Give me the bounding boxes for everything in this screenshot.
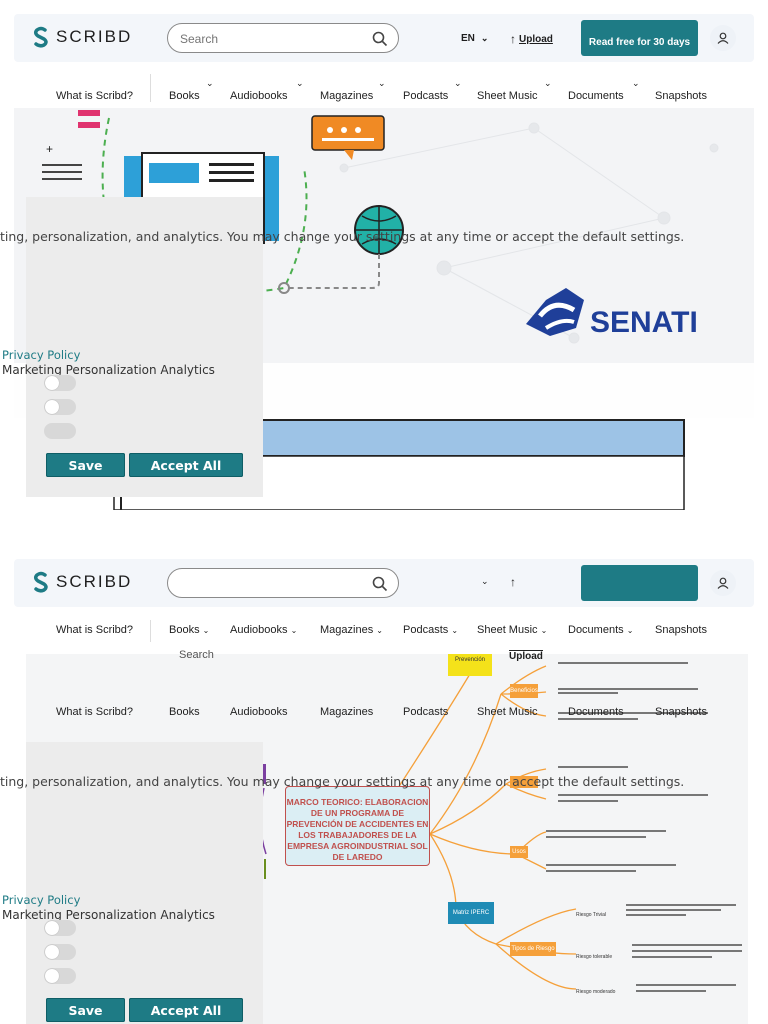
nav-item-podcasts[interactable]: Podcasts [403,706,449,718]
personalization-toggle[interactable] [44,944,76,960]
chevron-down-icon: ⌄ [378,78,386,88]
chevron-down-icon: ⌄ [480,33,489,43]
nav-item-books[interactable]: Books [169,90,200,102]
nav-item-snapshots[interactable]: Snapshots [655,90,707,102]
nav-item-magazines[interactable]: Magazines [320,706,374,718]
privacy-policy-link[interactable]: Privacy Policy [2,348,81,362]
nav-item-books[interactable]: Books ⌄ [169,624,210,636]
accept-all-button[interactable]: Accept All [129,998,243,1022]
ghost-search-placeholder: Search [179,649,214,661]
search-bar-2[interactable] [167,568,399,598]
search-bar[interactable] [167,23,399,53]
nav-item-audiobooks[interactable]: Audiobooks [230,90,288,102]
logo-text: SCRIBD [56,572,133,591]
nav-item-podcasts[interactable]: Podcasts ⌄ [403,624,459,636]
upload-icon[interactable]: ↑ [510,575,516,589]
read-free-button[interactable]: Read free for 30 days [581,20,698,56]
mind-map-iperc-node: Matriz IPERC [448,902,494,924]
account-button-2[interactable] [710,570,736,596]
nav-item-snapshots[interactable]: Snapshots [655,706,707,718]
chevron-down-icon: ⌄ [544,78,552,88]
chevron-down-icon: ⌄ [202,626,210,635]
nav-item-documents[interactable]: Documents [568,706,624,718]
upload-label: Upload [519,33,553,45]
nav-item-what-is-scribd[interactable]: What is Scribd? [56,624,134,636]
consent-categories: Marketing Personalization Analytics [2,363,215,377]
mind-map-beneficios-node: Beneficios [510,684,538,698]
marketing-toggle[interactable] [44,920,76,936]
nav-item-what-is-scribd[interactable]: What is Scribd? [56,706,134,718]
category-nav: What is Scribd? Books ⌄ Audiobooks ⌄ Mag… [0,74,768,108]
nav-item-magazines[interactable]: Magazines ⌄ [320,624,383,636]
search-icon[interactable] [372,31,388,47]
consent-message: ting, personalization, and analytics. Yo… [0,229,685,244]
consent-message: ting, personalization, and analytics. Yo… [0,774,685,789]
logo-text: SCRIBD [56,27,133,46]
search-icon[interactable] [372,576,388,592]
nav-item-snapshots[interactable]: Snapshots [655,624,707,636]
category-nav-2: What is Scribd? Books ⌄ Audiobooks ⌄ Mag… [0,618,768,652]
nav-item-audiobooks[interactable]: Audiobooks [230,706,288,718]
chevron-down-icon: ⌄ [290,626,298,635]
analytics-toggle[interactable] [44,423,76,439]
ghost-upload-label[interactable]: Upload [509,650,543,662]
upload-icon: ↑ [510,32,516,46]
ghost-nav: What is Scribd? Books Audiobooks Magazin… [0,706,768,722]
chevron-down-icon: ⌄ [376,626,383,635]
read-free-button-2[interactable] [581,565,698,601]
nav-item-sheet-music[interactable]: Sheet Music [477,90,538,102]
save-button[interactable]: Save [46,998,125,1022]
mind-map-top-node: Prevención [454,657,486,663]
cookie-consent-panel [26,197,263,497]
personalization-toggle[interactable] [44,399,76,415]
scribd-logo[interactable]: SCRIBD [32,26,132,48]
consent-categories: Marketing Personalization Analytics [2,908,215,922]
nav-divider [150,620,151,642]
scribd-logo-icon [33,26,48,48]
chevron-down-icon: ⌄ [540,626,548,635]
analytics-toggle[interactable] [44,968,76,984]
marketing-toggle[interactable] [44,375,76,391]
read-free-label: Read free for 30 days [588,37,691,48]
risk-tolerable-label: Riesgo tolerable [576,954,613,960]
chevron-down-icon: ⌄ [451,626,459,635]
mind-map-tipos-node: Tipos de Riesgo [510,942,556,956]
user-icon [717,577,729,589]
risk-trivial-label: Riesgo Trivial [576,912,607,918]
senati-logo-text: SENATI [590,306,698,339]
nav-item-sheet-music[interactable]: Sheet Music ⌄ [477,624,548,636]
chevron-down-icon: ⌄ [296,78,304,88]
account-button[interactable] [710,25,736,51]
chevron-down-icon: ⌄ [632,78,640,88]
chevron-down-icon: ⌄ [626,626,634,635]
language-label: EN [461,33,475,44]
svg-text:+: + [46,142,53,156]
search-input[interactable] [178,30,362,48]
risk-moderate-label: Riesgo moderado [576,989,616,995]
user-icon [717,32,729,44]
nav-item-sheet-music[interactable]: Sheet Music [477,706,538,718]
save-button[interactable]: Save [46,453,125,477]
mind-map-center-node: MARCO TEORICO: ELABORACION DE UN PROGRAM… [285,786,430,866]
nav-item-books[interactable]: Books [169,706,200,718]
scribd-logo-2[interactable]: SCRIBD [32,571,132,593]
chevron-down-icon: ⌄ [206,78,214,88]
nav-item-documents[interactable]: Documents ⌄ [568,624,634,636]
chevron-down-icon: ⌄ [454,78,462,88]
document-preview-top: + SENATI [14,108,754,510]
scribd-logo-icon [33,571,48,593]
privacy-policy-link[interactable]: Privacy Policy [2,893,81,907]
nav-item-magazines[interactable]: Magazines [320,90,374,102]
nav-item-audiobooks[interactable]: Audiobooks ⌄ [230,624,298,636]
nav-item-what-is-scribd[interactable]: What is Scribd? [56,90,134,102]
accept-all-button[interactable]: Accept All [129,453,243,477]
nav-item-podcasts[interactable]: Podcasts [403,90,449,102]
nav-item-documents[interactable]: Documents [568,90,624,102]
nav-divider [150,74,151,102]
upload-button[interactable]: ↑ Upload [510,32,553,46]
mind-map-usos-node: Usos [510,846,528,858]
chevron-down-icon[interactable]: ⌄ [481,576,489,586]
language-selector[interactable]: EN ⌄ [461,33,488,44]
